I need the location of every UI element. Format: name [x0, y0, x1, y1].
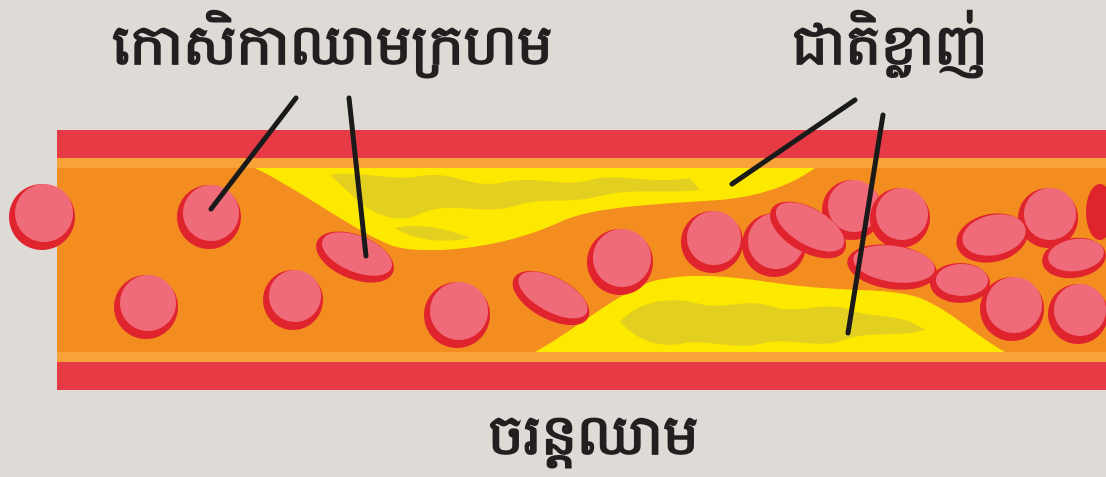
red-blood-cell-icon [587, 229, 653, 295]
red-blood-cell-icon [681, 211, 743, 273]
red-blood-cell-icon [1048, 284, 1106, 344]
red-blood-cell-icon [177, 185, 241, 249]
red-blood-cell-icon [930, 263, 990, 303]
red-blood-cell-icon [980, 277, 1044, 341]
red-blood-cell-icon [424, 282, 490, 348]
blood-vessel-label: ចរន្តឈាម [488, 408, 699, 464]
vessel-wall-bottom [57, 362, 1106, 390]
red-blood-cell-icon [9, 184, 75, 250]
red-blood-cells-label: កោសិកាឈាមក្រហម [112, 18, 553, 74]
fat-plaque-label: ជាតិខ្លាញ់ [792, 18, 988, 74]
vessel-wall-bottom-stripe [57, 352, 1106, 362]
red-blood-cell-icon [263, 270, 323, 330]
red-blood-cell-icon [870, 188, 930, 248]
red-blood-cell-icon [114, 275, 178, 339]
vessel-wall-top [57, 130, 1106, 158]
vessel-wall-top-stripe [57, 158, 1106, 168]
